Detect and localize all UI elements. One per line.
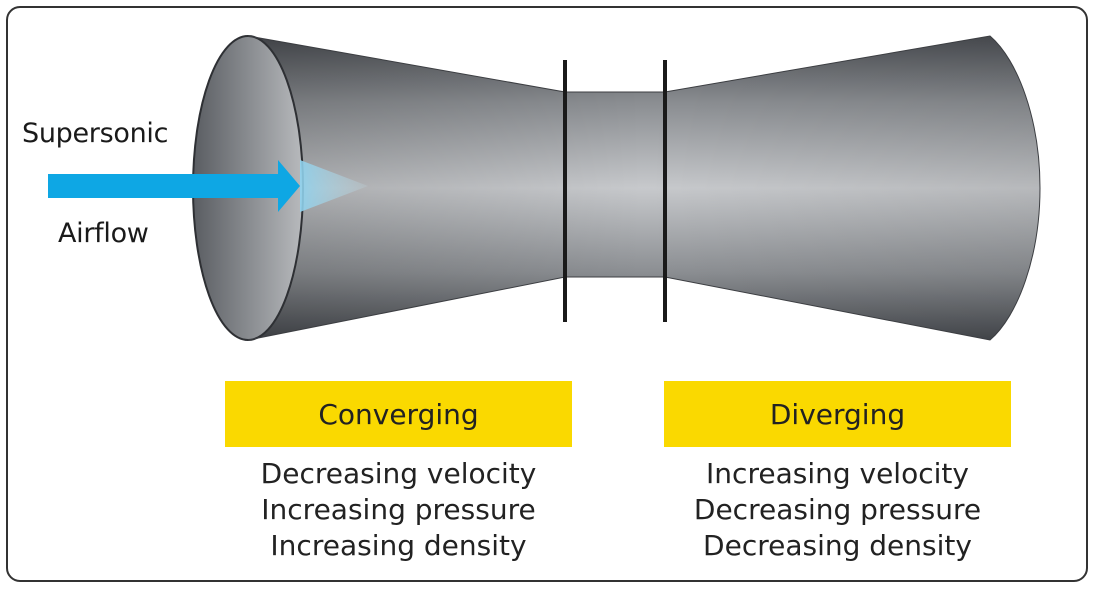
converging-line-density: Increasing density	[270, 529, 527, 562]
airflow-arrow-fade	[300, 160, 368, 212]
airflow-arrow	[48, 160, 300, 212]
converging-description: Decreasing velocity Increasing pressure …	[225, 456, 572, 564]
diverging-line-density: Decreasing density	[703, 529, 972, 562]
airflow-label-line2: Airflow	[58, 218, 149, 249]
converging-line-pressure: Increasing pressure	[261, 493, 536, 526]
airflow-label-line1: Supersonic	[22, 118, 169, 149]
tube-shading	[248, 36, 1040, 340]
diverging-title: Diverging	[769, 397, 906, 431]
diverging-line-velocity: Increasing velocity	[706, 457, 969, 490]
converging-title: Converging	[318, 397, 479, 431]
diverging-line-pressure: Decreasing pressure	[693, 493, 982, 526]
converging-line-velocity: Decreasing velocity	[260, 457, 537, 490]
tube-outline	[247, 35, 1041, 341]
diverging-label-box: Diverging	[664, 381, 1011, 447]
diverging-description: Increasing velocity Decreasing pressure …	[664, 456, 1011, 564]
converging-label-box: Converging	[225, 381, 572, 447]
